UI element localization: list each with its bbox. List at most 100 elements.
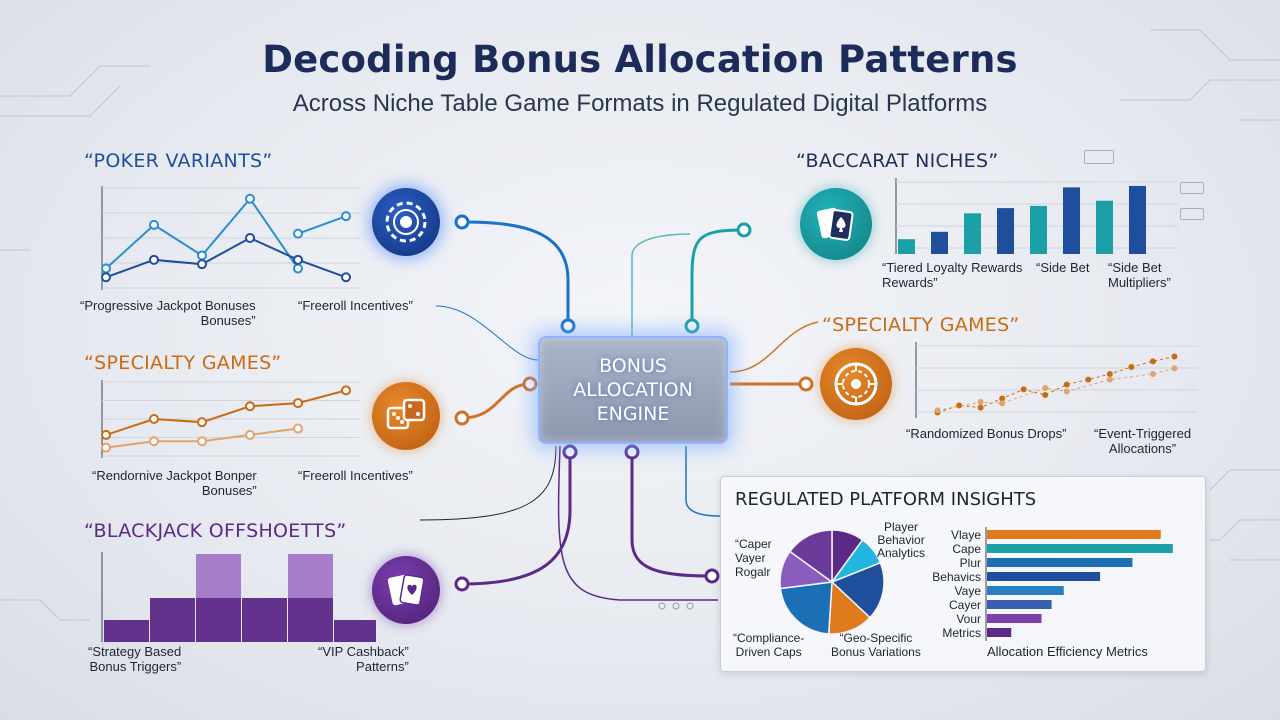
- data-point: [293, 228, 303, 239]
- bar-category-label: Cape: [952, 542, 981, 556]
- bar: [997, 208, 1014, 254]
- data-point: [1128, 364, 1135, 370]
- data-point: [197, 259, 207, 270]
- roulette-wheel-icon[interactable]: [820, 348, 892, 420]
- baccarat-label-3: “Side Bet Multipliers”: [1108, 260, 1171, 290]
- insights-pie-chart: [779, 529, 885, 635]
- hbar: [987, 600, 1052, 609]
- bar: [1063, 187, 1080, 254]
- specialty-left-label-left: “Rendornive Jackpot Bonper Bonuses”: [92, 468, 257, 498]
- roulette-glyph: [834, 362, 878, 406]
- data-point: [293, 254, 303, 265]
- bar-segment: [288, 598, 333, 642]
- pie-label-left: “Caper Vayer Rogalr: [735, 537, 772, 579]
- data-point: [197, 417, 207, 428]
- connector-specialty-left: [461, 382, 531, 420]
- poker-section-title: “POKER VARIANTS”: [84, 150, 273, 172]
- data-point: [934, 407, 941, 414]
- data-point: [101, 429, 111, 440]
- bar-category-label: Metrics: [942, 626, 981, 640]
- specialty-right-scatter-chart: [915, 342, 1198, 418]
- data-point: [101, 442, 111, 453]
- data-point: [1149, 358, 1156, 365]
- data-point: [1042, 385, 1049, 391]
- cards-spade-icon[interactable]: [800, 188, 872, 260]
- hbar: [987, 628, 1012, 637]
- bar-category-label: Cayer: [948, 598, 981, 612]
- hbar: [987, 586, 1064, 595]
- circuit-decor-right: [1120, 29, 1280, 561]
- hbar: [987, 544, 1173, 553]
- data-point: [101, 263, 111, 274]
- data-point: [149, 436, 159, 447]
- connector-poker: [461, 220, 570, 326]
- playing-cards-icon[interactable]: [372, 556, 440, 624]
- hbar: [987, 614, 1042, 623]
- connector-insights: [630, 452, 713, 578]
- data-point: [1171, 353, 1178, 360]
- data-point: [999, 395, 1006, 402]
- data-point: [341, 272, 351, 283]
- specialty-left-section-title: “SPECIALTY GAMES”: [84, 352, 282, 374]
- legend-chip-3: [1180, 208, 1204, 220]
- bar-segment: [196, 598, 241, 642]
- series-line: [937, 367, 1175, 411]
- series-line: [105, 236, 347, 279]
- bar: [1096, 200, 1113, 254]
- data-point: [245, 233, 255, 243]
- hbar: [987, 530, 1161, 539]
- bonus-allocation-engine[interactable]: BONUS ALLOCATION ENGINE: [538, 336, 728, 444]
- data-point: [149, 414, 159, 424]
- circuit-decor-left: [0, 65, 150, 621]
- baccarat-bar-chart: [895, 178, 1178, 254]
- pie-label-bottom-right: “Geo-Specific Bonus Variations: [831, 631, 921, 659]
- pie-slice: [779, 581, 833, 635]
- dice-icon[interactable]: [372, 382, 440, 450]
- series-line: [105, 389, 347, 436]
- series-line: [937, 356, 1175, 413]
- data-point: [197, 250, 207, 261]
- data-point: [341, 211, 351, 222]
- data-point: [1106, 371, 1113, 377]
- data-point: [245, 193, 255, 204]
- data-point: [1063, 381, 1070, 388]
- bar-category-label: Vlaye: [950, 528, 981, 542]
- pie-slice: [788, 529, 833, 584]
- data-point: [1149, 371, 1156, 377]
- data-point: [977, 399, 984, 405]
- bar-segment: [104, 620, 149, 642]
- blackjack-section-title: “BLACKJACK OFFSHOETTS”: [84, 520, 347, 542]
- blackjack-bar-chart: [101, 552, 376, 642]
- data-point: [1171, 365, 1178, 372]
- data-point: [101, 272, 111, 283]
- specialty-right-label-right: “Event-Triggered Allocations”: [1094, 426, 1192, 456]
- connector-blackjack: [461, 452, 572, 586]
- data-point: [149, 254, 159, 265]
- specialty-right-section-title: “SPECIALTY GAMES”: [822, 314, 1020, 336]
- data-point: [245, 401, 255, 412]
- pie-slice: [830, 561, 885, 619]
- poker-chip-icon[interactable]: [372, 188, 440, 256]
- cards-glyph: [387, 574, 425, 606]
- data-point: [1063, 388, 1070, 395]
- data-point: [341, 385, 351, 396]
- legend-chip-1: [1084, 150, 1114, 164]
- data-point: [1085, 376, 1092, 383]
- data-point: [293, 263, 303, 274]
- series-line: [297, 215, 347, 235]
- dice-glyph: [386, 398, 426, 430]
- bar-segment: [334, 620, 376, 642]
- bar-category-label: Vour: [956, 612, 981, 626]
- bar: [1129, 185, 1146, 254]
- spade-cards-glyph: [816, 207, 854, 241]
- insights-title: REGULATED PLATFORM INSIGHTS: [735, 489, 1037, 510]
- pie-label-bottom-left: “Compliance- Driven Caps: [733, 631, 805, 659]
- baccarat-label-1: “Tiered Loyalty Rewards Rewards”: [882, 260, 1023, 290]
- pie-label-top-right: Player Behavior Analytics: [877, 520, 926, 560]
- specialty-left-label-right: “Freeroll Incentives”: [298, 468, 413, 483]
- bar: [898, 239, 915, 254]
- bar: [931, 231, 948, 254]
- bar: [964, 213, 981, 254]
